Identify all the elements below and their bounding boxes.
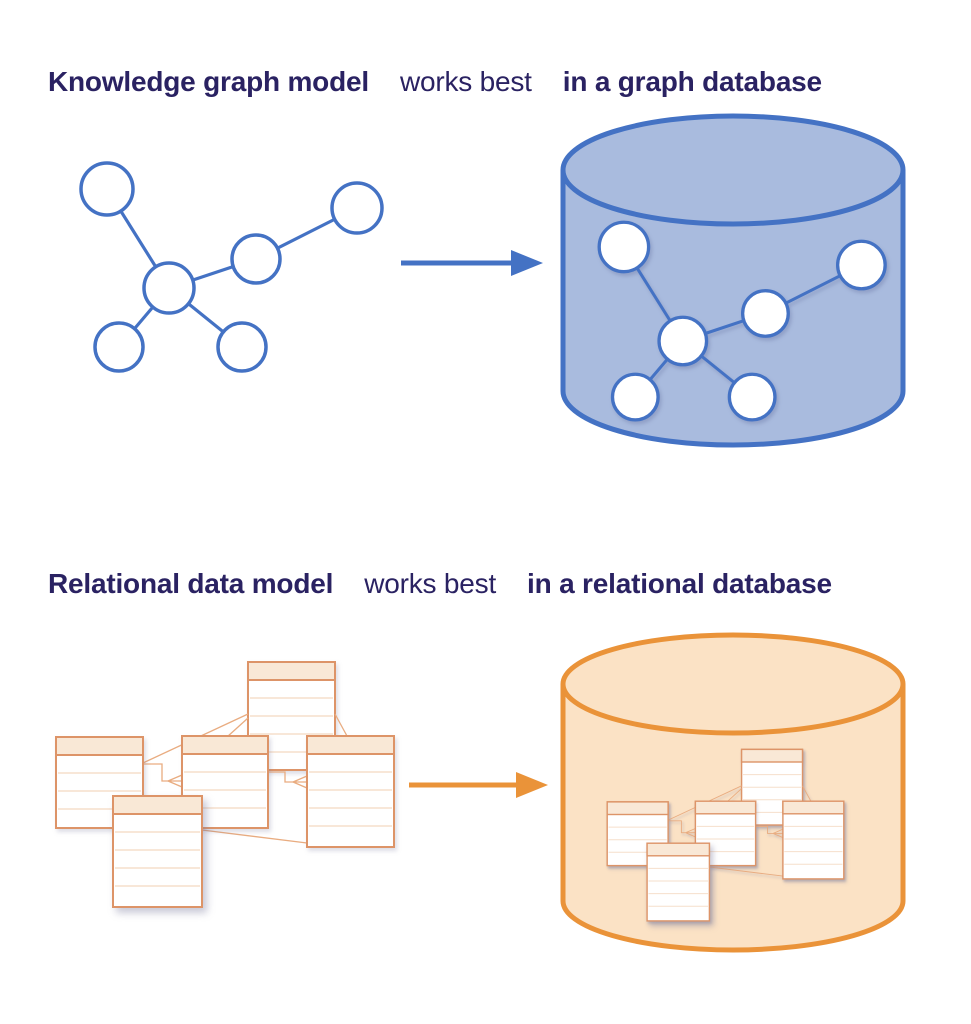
- right-arrow-icon: [401, 250, 543, 276]
- relational-tables-icon: [40, 630, 450, 950]
- title-in-graph-database: in a graph database: [562, 66, 822, 97]
- network-graph-icon: [79, 161, 384, 373]
- cylinder-top: [560, 113, 906, 227]
- relational-database-cylinder-icon: [560, 632, 906, 953]
- right-arrow-icon: [409, 772, 548, 798]
- title-knowledge-graph-model: Knowledge graph model: [48, 66, 369, 97]
- graph-database-cylinder-icon: [560, 113, 906, 448]
- relational-title: Relational data model works best in a re…: [48, 564, 832, 604]
- knowledge-graph-title: Knowledge graph model works best in a gr…: [48, 62, 822, 102]
- title-works-best-1: works best: [399, 66, 532, 97]
- title-in-relational-database: in a relational database: [527, 568, 832, 599]
- title-works-best-2: works best: [364, 568, 497, 599]
- title-relational-data-model: Relational data model: [48, 568, 334, 599]
- cylinder-top: [560, 632, 906, 736]
